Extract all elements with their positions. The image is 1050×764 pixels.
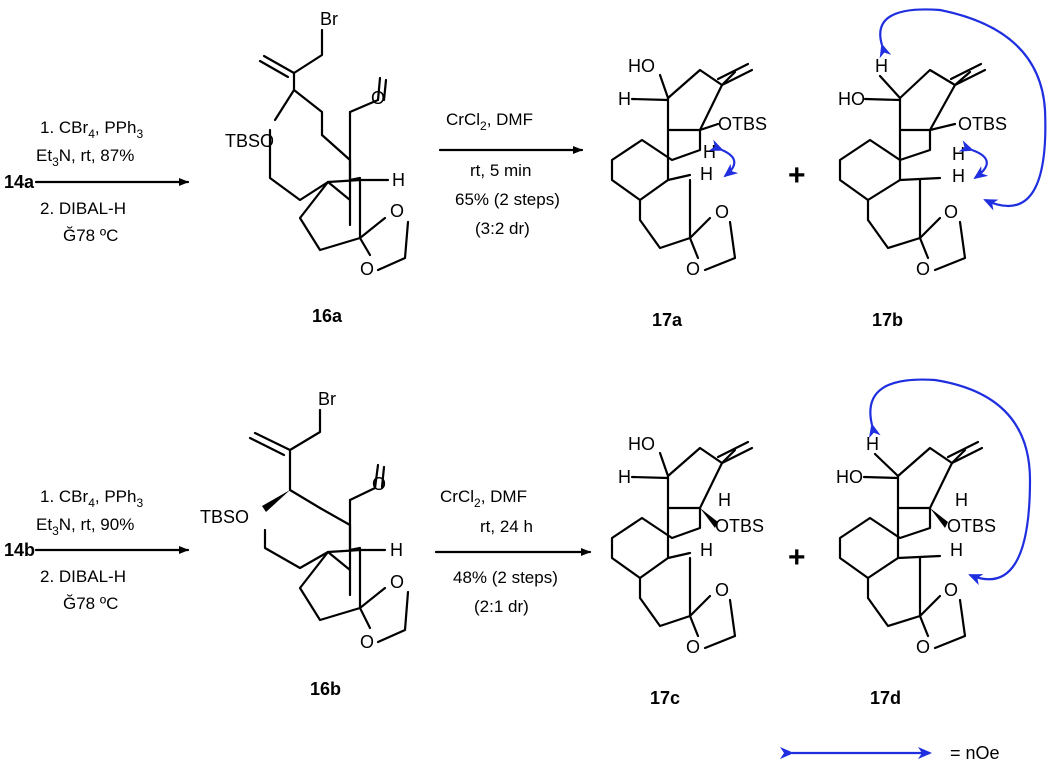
- label-17a: 17a: [652, 310, 683, 330]
- atom-h2: H: [703, 142, 716, 162]
- step2-line1: CrCl2, DMF: [440, 487, 527, 510]
- atom-o2: O: [916, 259, 930, 279]
- atom-h3: H: [700, 164, 713, 184]
- atom-ho: HO: [628, 434, 655, 454]
- atom-br: Br: [320, 9, 338, 29]
- atom-h3: H: [952, 166, 965, 186]
- structure-17b: H HO OTBS H H O O: [838, 8, 1047, 279]
- atom-otbs: OTBS: [715, 516, 764, 536]
- step2-line2: rt, 24 h: [480, 517, 533, 536]
- atom-h-top: H: [875, 56, 888, 76]
- start-compound-14b: 14b: [4, 540, 35, 560]
- atom-tbso: TBSO: [200, 507, 249, 527]
- structure-16b: Br TBSO O H O O: [200, 389, 410, 652]
- plus-sign: +: [788, 159, 806, 192]
- step1-line1: 1. CBr4, PPh3: [40, 487, 143, 510]
- atom-h-top: H: [866, 434, 879, 454]
- step1-line1: 1. CBr4, PPh3: [40, 118, 143, 141]
- step2-line4: (2:1 dr): [474, 597, 529, 616]
- atom-otbs: OTBS: [718, 114, 767, 134]
- atom-o1: O: [390, 201, 404, 221]
- label-17c: 17c: [650, 688, 680, 708]
- atom-o1: O: [390, 572, 404, 592]
- atom-o2: O: [360, 632, 374, 652]
- label-16a: 16a: [312, 306, 343, 326]
- step1-line4: Ğ78 ºC: [63, 226, 118, 245]
- start-compound-14a: 14a: [4, 172, 35, 192]
- atom-o-aldehyde: O: [371, 88, 385, 108]
- atom-o2: O: [686, 259, 700, 279]
- atom-h1: H: [618, 467, 631, 487]
- atom-h3: H: [700, 540, 713, 560]
- atom-ho: HO: [628, 56, 655, 76]
- step1-line3: 2. DIBAL-H: [40, 567, 126, 586]
- atom-h: H: [390, 540, 403, 560]
- atom-o2: O: [686, 637, 700, 657]
- structure-16a: Br TBSO O H O O: [225, 9, 410, 279]
- legend-text: = nOe: [950, 743, 1000, 763]
- atom-o1: O: [715, 580, 729, 600]
- atom-h2: H: [955, 490, 968, 510]
- step1-line2: Et3N, rt, 90%: [36, 515, 134, 538]
- atom-o2: O: [360, 259, 374, 279]
- atom-otbs: OTBS: [958, 114, 1007, 134]
- atom-h2: H: [952, 144, 965, 164]
- atom-o1: O: [715, 202, 729, 222]
- noe-arrow-17b-short: [958, 140, 989, 180]
- atom-o1: O: [944, 202, 958, 222]
- atom-ho: HO: [838, 89, 865, 109]
- noe-arrow-17b-long: [879, 8, 1047, 211]
- atom-o2: O: [916, 637, 930, 657]
- atom-ho: HO: [836, 467, 863, 487]
- step1-line3: 2. DIBAL-H: [40, 199, 126, 218]
- atom-h3: H: [950, 540, 963, 560]
- atom-br: Br: [318, 389, 336, 409]
- legend: = nOe: [780, 743, 1000, 763]
- step1-line4: Ğ78 ºC: [63, 594, 118, 613]
- row1: 14a 1. CBr4, PPh3 Et3N, rt, 87% 2. DIBAL…: [4, 8, 1047, 330]
- row2: 14b 1. CBr4, PPh3 Et3N, rt, 90% 2. DIBAL…: [4, 378, 1032, 708]
- step2-line2: rt, 5 min: [470, 161, 531, 180]
- plus-sign: +: [788, 541, 806, 574]
- step2-line3: 48% (2 steps): [453, 568, 558, 587]
- structure-17d: H HO H OTBS H O O: [836, 378, 1032, 657]
- structure-17a: HO H OTBS H H O O: [610, 56, 767, 279]
- step1-line2: Et3N, rt, 87%: [36, 146, 134, 169]
- label-16b: 16b: [310, 679, 341, 699]
- step2-line4: (3:2 dr): [475, 219, 530, 238]
- step2-line1: CrCl2, DMF: [446, 110, 533, 133]
- atom-h1: H: [618, 89, 631, 109]
- atom-h2: H: [718, 490, 731, 510]
- atom-h: H: [392, 170, 405, 190]
- step2-line3: 65% (2 steps): [455, 190, 560, 209]
- noe-arrow-17a: [708, 139, 739, 178]
- structure-17c: HO H H OTBS H O O: [610, 434, 764, 657]
- atom-o-aldehyde: O: [372, 474, 386, 494]
- label-17b: 17b: [872, 310, 903, 330]
- atom-tbso: TBSO: [225, 131, 274, 151]
- atom-otbs: OTBS: [947, 516, 996, 536]
- atom-o1: O: [944, 580, 958, 600]
- label-17d: 17d: [870, 688, 901, 708]
- noe-arrow-17d: [868, 378, 1032, 586]
